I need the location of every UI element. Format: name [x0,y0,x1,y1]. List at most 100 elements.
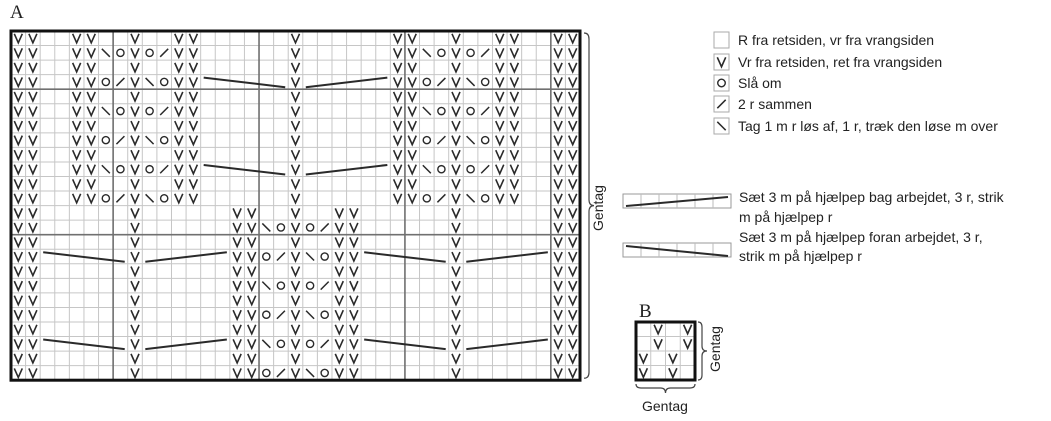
purl-v-mark [130,120,140,133]
purl-v-mark [553,309,563,322]
k2tog-mark [480,106,490,116]
k2tog-mark [115,193,125,203]
yarn-over-mark [480,135,490,145]
purl-v-mark [130,309,140,322]
purl-v-mark [509,33,520,45]
purl-v-mark [553,91,563,103]
purl-v-mark [567,193,578,205]
legend-text-cable-front-2: strik m på hjælpep r [739,248,862,264]
purl-v-mark [188,193,199,205]
yarn-over-mark [717,78,726,88]
purl-v-mark [553,237,563,249]
empty-square-icon [713,31,730,49]
yarn-over-mark [437,48,446,58]
purl-v-mark [13,324,24,336]
purl-v-mark [13,193,24,205]
purl-v-mark [232,266,242,278]
yarn-over-mark [101,135,111,145]
purl-v-mark [451,193,461,205]
purl-v-mark [86,48,96,60]
k2tog-mark [276,251,286,262]
chart-b-repeat-label-vertical: Gentag [707,326,723,372]
purl-v-mark [290,339,301,351]
purl-v-mark [638,367,649,380]
k2tog-mark [115,135,125,145]
purl-v-mark [407,178,417,191]
purl-v-mark [567,280,578,293]
purl-v-mark [13,353,24,365]
yarn-over-mark [159,194,169,203]
purl-v-mark [71,120,82,133]
purl-v-mark [188,178,199,191]
purl-v-mark [334,208,345,220]
purl-v-mark [290,208,301,220]
purl-v-mark [232,251,242,263]
purl-v-mark [232,324,242,336]
purl-v-mark [174,135,184,147]
cable-line [625,245,729,257]
purl-v-mark [553,368,563,380]
purl-v-mark [174,91,184,103]
purl-v-mark [682,324,693,336]
skp-mark [145,77,155,87]
purl-v-mark [174,62,184,74]
purl-v-mark [451,280,461,293]
purl-v-mark [407,193,417,205]
purl-v-mark [349,324,359,336]
purl-v-mark [334,237,345,249]
purl-v-mark [567,62,578,74]
yarn-over-mark [466,48,475,58]
v-icon [713,53,730,71]
purl-v-mark [13,33,24,45]
yarn-over-mark [305,339,315,349]
purl-v-mark [567,222,578,234]
yarn-over-mark [422,77,432,87]
purl-v-mark [553,33,563,45]
purl-v-mark [567,48,578,60]
cable-line [625,196,729,207]
yarn-over-mark [422,135,432,145]
purl-v-mark [495,193,505,205]
purl-v-mark [509,149,520,162]
purl-v-mark [653,324,663,336]
purl-v-mark [567,237,578,249]
purl-v-mark [247,280,257,293]
purl-v-mark [334,280,345,293]
chart-a-grid [10,30,581,381]
skp-mark [101,106,111,116]
skp-mark [261,339,271,349]
purl-v-mark [334,251,345,263]
purl-v-mark [392,149,403,162]
purl-v-mark [28,106,38,118]
purl-v-mark [71,149,82,162]
legend-text-cable-back-1: Sæt 3 m på hjælpep bag arbejdet, 3 r, st… [739,189,1004,205]
yarn-over-mark [305,223,315,232]
purl-v-mark [349,309,359,322]
purl-v-mark [567,295,578,307]
skp-mark [422,106,432,116]
purl-v-mark [567,324,578,336]
purl-v-mark [290,164,301,176]
purl-v-mark [174,149,184,162]
purl-v-mark [28,164,38,176]
purl-v-mark [13,237,24,249]
purl-v-mark [553,208,563,220]
purl-v-mark [71,91,82,103]
purl-v-mark [392,135,403,147]
cable-back-cross-mark [466,338,548,351]
purl-v-mark [86,149,96,162]
purl-v-mark [86,193,96,205]
purl-v-mark [334,309,345,322]
skp-mark [716,121,727,131]
cable-back-cross-mark [145,338,227,351]
purl-v-mark [130,33,140,45]
purl-v-mark [130,208,140,220]
purl-v-mark [130,280,140,293]
purl-v-mark [567,135,578,147]
purl-v-mark [71,48,82,60]
legend-text-skp: Tag 1 m r løs af, 1 r, træk den løse m o… [738,118,998,134]
purl-v-mark [553,222,563,234]
purl-v-mark [509,106,520,118]
purl-v-mark [495,120,505,133]
cable-back-icon [622,193,732,209]
